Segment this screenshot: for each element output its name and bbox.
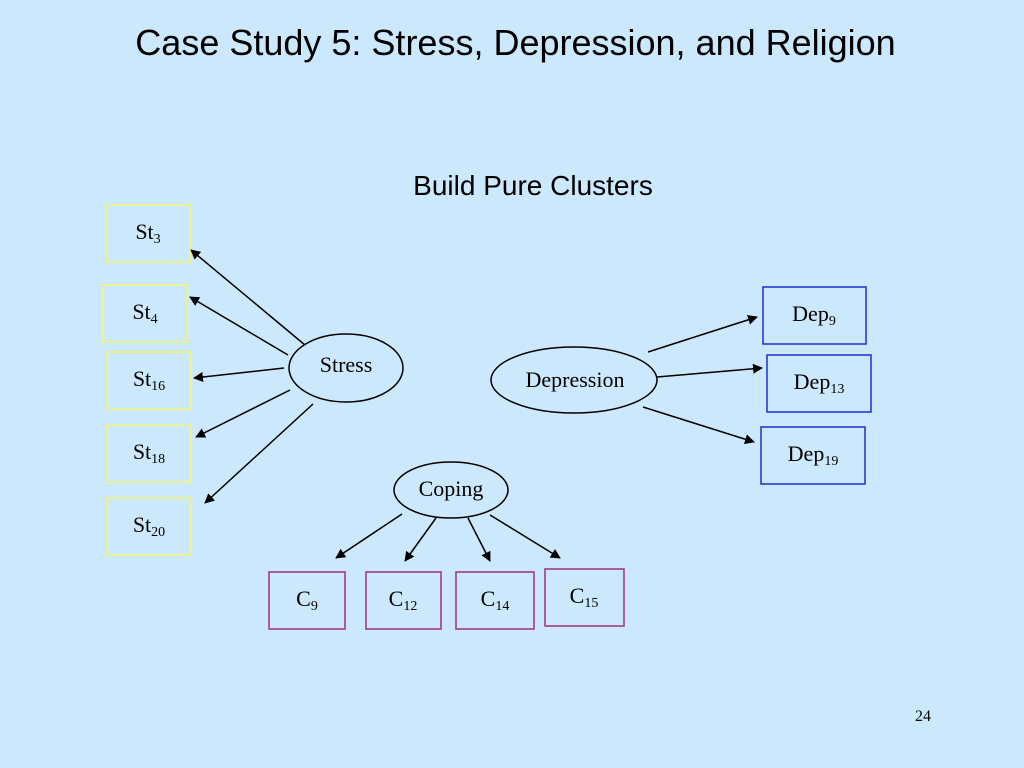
edge-stress-st20	[204, 403, 314, 504]
depression-arrows	[642, 314, 763, 445]
indicator-c15: C15	[544, 568, 625, 627]
edge-stress-st3	[190, 249, 306, 346]
stress-ellipse	[288, 333, 404, 403]
depression-label: Depression	[526, 367, 625, 392]
indicator-label: St16	[133, 366, 165, 394]
edge-stress-st4	[189, 296, 289, 356]
indicator-box	[106, 424, 192, 483]
indicator-box	[102, 284, 188, 343]
edge-coping-c12	[404, 517, 437, 562]
coping-label: Coping	[419, 476, 484, 501]
edge-stress-st16	[193, 367, 285, 382]
indicator-label: C14	[481, 586, 510, 614]
edge-depression-dep9	[647, 314, 758, 353]
edge-coping-c9	[335, 513, 403, 559]
edge-coping-c15	[489, 514, 561, 559]
indicator-box	[766, 354, 872, 413]
indicator-label: St20	[133, 512, 165, 540]
edge-stress-st18	[195, 389, 291, 438]
indicator-label: Dep13	[794, 369, 845, 397]
indicator-dep9: Dep9	[762, 286, 867, 345]
indicator-box	[106, 351, 192, 410]
indicator-label: Dep19	[788, 441, 839, 469]
stress-label: Stress	[320, 352, 373, 377]
indicator-dep19: Dep19	[760, 426, 866, 485]
indicator-box	[365, 571, 442, 630]
indicator-st16: St16	[106, 351, 192, 410]
coping-ellipse	[393, 461, 509, 519]
coping-indicators: C9 C12 C14 C15	[268, 568, 625, 630]
slide-title: Case Study 5: Stress, Depression, and Re…	[135, 22, 896, 63]
indicator-box	[760, 426, 866, 485]
indicator-label: St3	[135, 219, 160, 247]
indicator-label: C15	[570, 583, 599, 611]
stress-indicators: St3 St4 St16 St18 St20	[102, 204, 192, 556]
indicator-st18: St18	[106, 424, 192, 483]
indicator-box	[105, 204, 191, 263]
edge-depression-dep19	[642, 406, 755, 445]
coping-arrows	[335, 513, 561, 562]
latent-depression: Depression	[490, 346, 658, 414]
edge-depression-dep13	[656, 363, 763, 378]
indicator-dep13: Dep13	[766, 354, 872, 413]
stress-arrows	[189, 249, 314, 504]
indicator-box	[544, 568, 625, 627]
depression-ellipse	[490, 346, 658, 414]
indicator-c12: C12	[365, 571, 442, 630]
indicator-label: C12	[389, 586, 418, 614]
indicator-st3: St3	[105, 204, 191, 263]
indicator-box	[455, 571, 535, 630]
indicator-label: C9	[296, 586, 318, 614]
diagram-subtitle: Build Pure Clusters	[413, 170, 653, 201]
indicator-box	[106, 497, 192, 556]
indicator-st20: St20	[106, 497, 192, 556]
indicator-label: St18	[133, 439, 165, 467]
page-number: 24	[915, 708, 931, 725]
indicator-label: Dep9	[792, 301, 836, 329]
indicator-box	[762, 286, 867, 345]
latent-stress: Stress	[288, 333, 404, 403]
indicator-c14: C14	[455, 571, 535, 630]
indicator-box	[268, 571, 346, 630]
indicator-label: St4	[132, 299, 157, 327]
depression-indicators: Dep9 Dep13 Dep19	[760, 286, 872, 485]
edge-coping-c14	[467, 517, 491, 562]
indicator-st4: St4	[102, 284, 188, 343]
latent-coping: Coping	[393, 461, 509, 519]
indicator-c9: C9	[268, 571, 346, 630]
